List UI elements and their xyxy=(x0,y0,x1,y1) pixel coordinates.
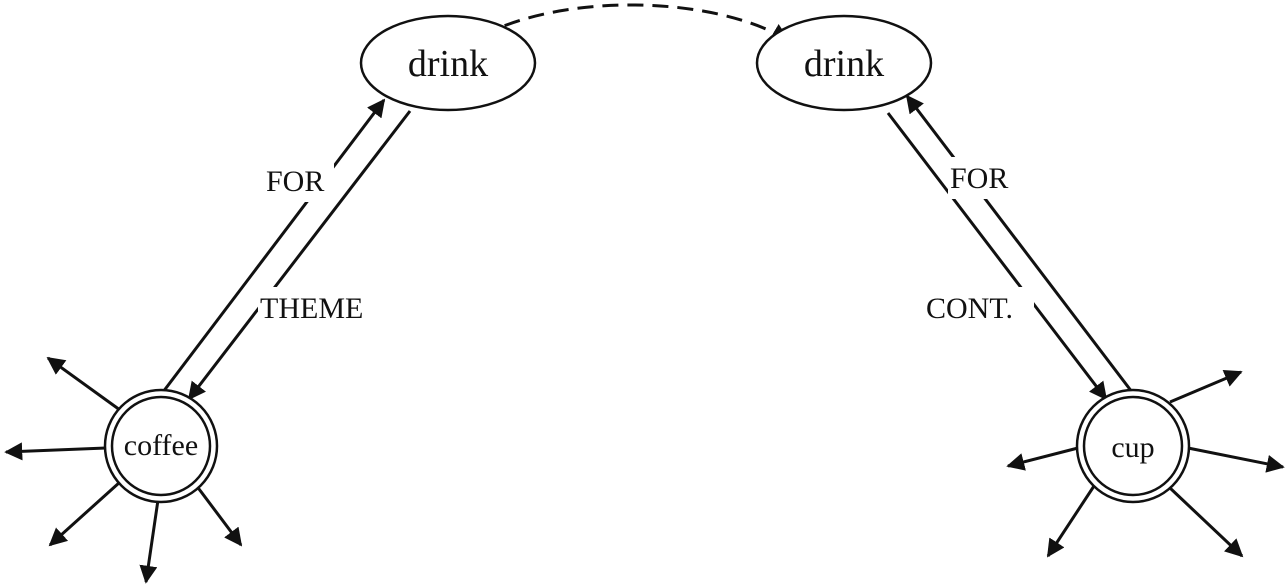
for-relation-arrow-right xyxy=(905,94,1134,393)
for-relation-label: FOR xyxy=(266,165,324,198)
for-relation-label-right: FOR xyxy=(950,162,1008,195)
drink-node-left: drink xyxy=(359,14,537,112)
cup-node-label: cup xyxy=(1111,431,1154,464)
cup-radiating-arrows xyxy=(1006,370,1285,558)
dashed-link-arrow xyxy=(481,3,790,42)
coffee-node: coffee xyxy=(103,388,219,504)
for-relation-arrow xyxy=(161,98,386,393)
theme-relation-label: THEME xyxy=(260,292,363,325)
drink-node-right: drink xyxy=(755,14,933,112)
drink-node-left-label: drink xyxy=(408,43,488,85)
theme-relation-arrow xyxy=(187,110,412,401)
cup-node: cup xyxy=(1075,388,1191,504)
coffee-radiating-arrows xyxy=(4,356,243,584)
cont-relation-arrow xyxy=(886,112,1108,401)
coffee-node-label: coffee xyxy=(124,429,198,462)
drink-node-right-label: drink xyxy=(804,43,884,85)
cont-relation-label: CONT. xyxy=(926,292,1013,325)
